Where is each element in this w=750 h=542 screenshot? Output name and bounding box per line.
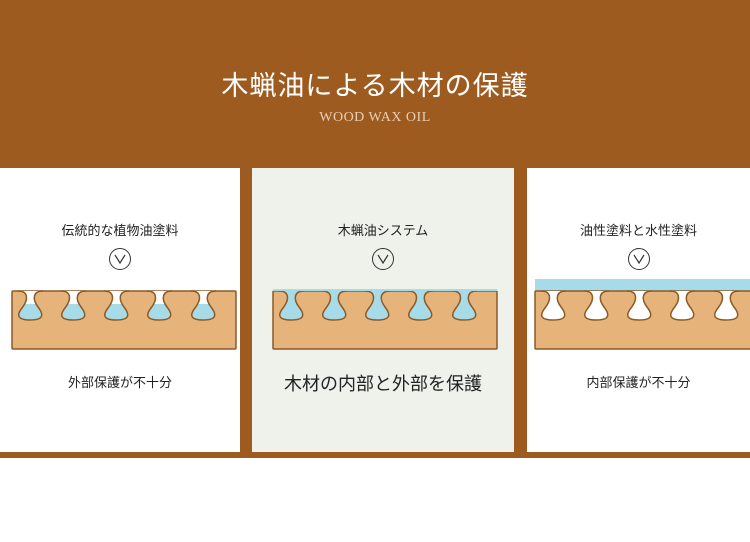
oil-fill: [147, 304, 171, 320]
pore-outline: [626, 290, 653, 321]
wood-pore: [627, 291, 652, 320]
wood-diagram: [11, 290, 237, 350]
wood-pore: [365, 291, 390, 320]
pore-outline: [321, 290, 348, 321]
page-subtitle: WOOD WAX OIL: [319, 110, 431, 125]
oil-fill: [191, 304, 215, 320]
wood-pore: [408, 291, 433, 320]
wood-diagram: [272, 289, 498, 350]
panel-caption: 内部保護が不十分: [586, 376, 691, 391]
wood-pore: [584, 291, 609, 320]
chevron-down-circle-icon: [109, 248, 131, 270]
panel-caption: 外部保護が不十分: [67, 376, 172, 391]
bottom-whitespace: [0, 458, 750, 542]
panel-title: 木蝋油システム: [337, 224, 429, 239]
pore-outline: [451, 290, 478, 321]
wood-diagram: [534, 279, 750, 350]
pore-outline: [146, 290, 173, 321]
oil-fill: [61, 304, 85, 320]
pore-outline: [60, 290, 87, 321]
pore-outline: [669, 290, 696, 321]
pore-outline: [713, 290, 740, 321]
chevron-down-circle-icon: [372, 248, 394, 270]
pore-outline: [407, 290, 434, 321]
pore-outline: [17, 290, 44, 321]
panel-caption: 木材の内部と外部を保護: [284, 374, 482, 395]
panel-oil-water-paint: 油性塗料と水性塗料 内部保護が不十分: [527, 168, 750, 452]
panel-traditional-oil: 伝統的な植物油塗料 外部保護が不十分: [0, 168, 240, 452]
panel-title: 油性塗料と水性塗料: [579, 224, 697, 239]
panel-wood-wax-oil: 木蝋油システム 木材の内部と外部を保護: [252, 168, 514, 452]
wood-pore: [714, 291, 739, 320]
pore-outline: [540, 290, 567, 321]
oil-fill: [104, 304, 128, 320]
pore-outline: [583, 290, 610, 321]
wood-pore: [670, 291, 695, 320]
panel-title: 伝統的な植物油塗料: [61, 224, 179, 239]
wood-pore: [322, 291, 347, 320]
wood-pore: [452, 291, 477, 320]
pore-outline: [364, 290, 391, 321]
oil-fill: [18, 304, 42, 320]
wood-pore: [541, 291, 566, 320]
chevron-down-circle-icon: [627, 248, 650, 270]
pore-outline: [278, 290, 305, 321]
oil-surface-line: [273, 289, 497, 291]
wood-pore: [279, 291, 304, 320]
pore-outline: [103, 290, 130, 321]
pore-outline: [190, 290, 217, 321]
surface-coating-layer: [535, 279, 750, 293]
page-title: 木蝋油による木材の保護: [221, 71, 529, 102]
